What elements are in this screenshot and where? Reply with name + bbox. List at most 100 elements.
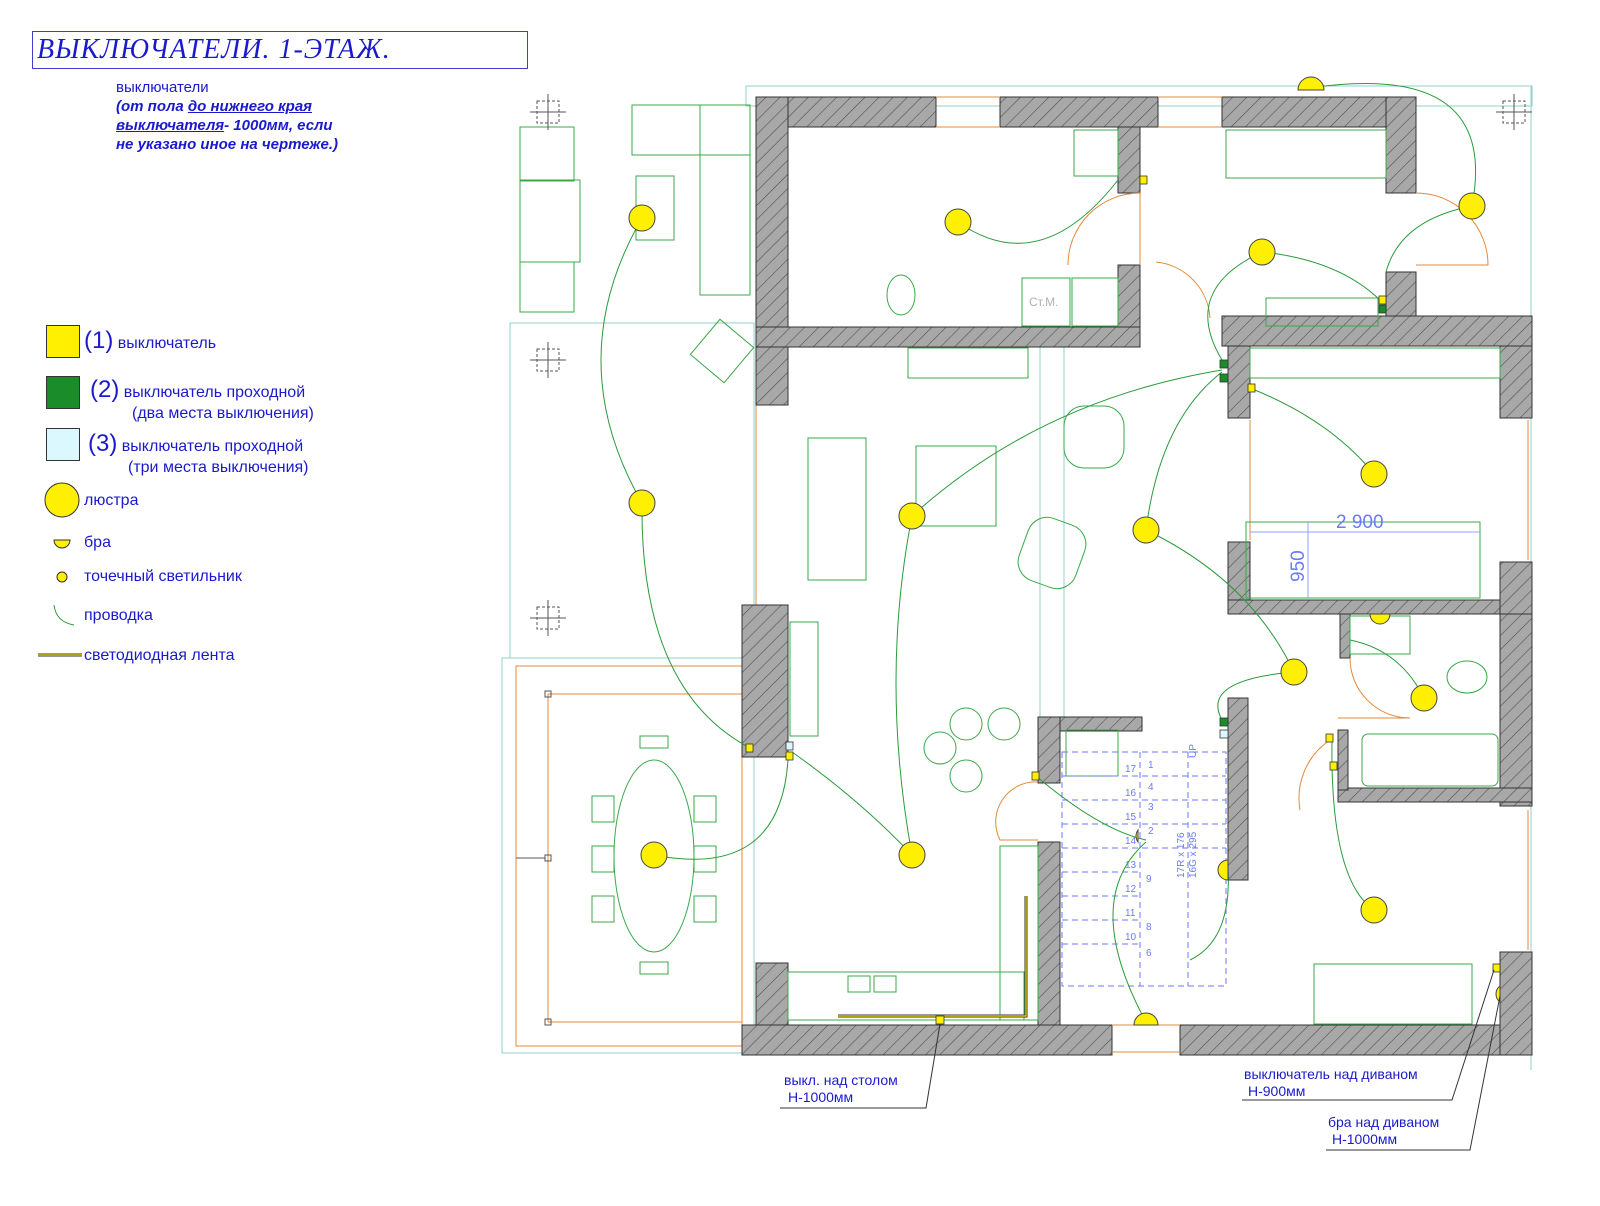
stair-spec-1: 17R x 176 xyxy=(1176,832,1187,878)
switch-bedroom xyxy=(1247,383,1256,393)
legend-sconce-label: бра xyxy=(84,534,111,551)
stair-step-4: 4 xyxy=(1148,782,1154,793)
legend-switch-3-label: выключатель проходной xyxy=(121,438,304,455)
callout-sofa-sconce: бра над диваном H-1000мм xyxy=(1328,1114,1439,1148)
callout-table-switch-line2: H-1000мм xyxy=(788,1089,854,1105)
chandelier-corner xyxy=(1458,192,1486,220)
chandeliers xyxy=(628,76,1501,1026)
stair-step-11: 11 xyxy=(1125,908,1136,919)
switches xyxy=(745,175,1501,1025)
closet-label: Ст.М. xyxy=(1029,295,1059,309)
stair-up-label: UP xyxy=(1188,744,1199,758)
legend-switch-3-num: (3) xyxy=(88,430,118,457)
stair-step-9: 9 xyxy=(1146,874,1152,885)
terrace-outline xyxy=(515,405,1529,1047)
legend-wiring-label: проводка xyxy=(84,607,153,624)
legend-switch-2-label: выключатель проходной xyxy=(123,384,306,401)
chandelier-room-br xyxy=(1360,896,1388,924)
stair-step-17: 17 xyxy=(1125,764,1137,775)
stair-step-12: 12 xyxy=(1125,884,1137,895)
note-line-2-underlined: до нижнего края xyxy=(187,98,313,115)
windows xyxy=(936,96,1222,1053)
page-title: ВЫКЛЮЧАТЕЛИ. 1-ЭТАЖ. xyxy=(37,34,391,65)
note-line-2-prefix: (от пола xyxy=(116,98,188,115)
stair-step-13: 13 xyxy=(1125,860,1137,871)
callout-leaders xyxy=(780,969,1501,1151)
height-note: выключатели (от пола до нижнего края вык… xyxy=(116,78,338,154)
stair-labels: UP 17 16 15 14 13 12 11 10 9 8 6 4 3 2 1… xyxy=(1125,744,1199,959)
switch-stair xyxy=(1031,771,1040,781)
legend-switch-1-num: (1) xyxy=(84,327,114,354)
furniture xyxy=(519,104,1501,1025)
legend-switch-2: (2) выключатель проходной xyxy=(90,376,305,404)
note-line-3: выключателя- 1000мм, если xyxy=(116,116,338,135)
legend-switch-2-sub: (два места выключения) xyxy=(132,405,314,422)
dimension-height: 950 xyxy=(1288,550,1309,582)
callout-table-switch-line1: выкл. над столом xyxy=(784,1072,898,1088)
switch-room-br xyxy=(1329,761,1338,771)
chandelier-living-1 xyxy=(898,502,926,530)
switch-table xyxy=(935,1015,945,1025)
legend-wiring-icon xyxy=(53,604,75,626)
led-strip xyxy=(838,896,1028,1018)
chandelier-bath-top xyxy=(944,208,972,236)
legend-graphics xyxy=(38,482,82,657)
chandelier-terrace-top xyxy=(628,204,656,232)
legend-led-strip-label: светодиодная лента xyxy=(84,647,235,664)
stair-step-10: 10 xyxy=(1125,932,1137,943)
switch-room-top xyxy=(1378,295,1387,305)
note-line-2: (от пола до нижнего края xyxy=(116,97,338,116)
stair-step-16: 16 xyxy=(1125,788,1137,799)
switch-room-top-pass xyxy=(1378,304,1387,314)
callout-sofa-switch-line1: выключатель над диваном xyxy=(1244,1066,1418,1082)
chandelier-terrace-mid xyxy=(628,489,656,517)
note-line-3-suffix: - 1000мм, если xyxy=(224,117,333,134)
switch-hall-pass-1 xyxy=(1219,359,1229,369)
callout-sofa-switch-line2: H-900мм xyxy=(1248,1083,1306,1099)
switch-sofa xyxy=(1492,963,1501,973)
sconce-outside xyxy=(1297,76,1325,91)
switch-corridor-3way xyxy=(1219,729,1229,739)
column-markers xyxy=(516,94,1532,1026)
dimension-sofa: 2 900 950 xyxy=(1250,512,1480,598)
legend-chandelier-label: люстра xyxy=(84,492,139,509)
stair-step-1: 1 xyxy=(1148,760,1154,771)
legend-switch-2-num: (2) xyxy=(90,376,120,403)
note-line-4: не указано иное на чертеже.) xyxy=(116,136,338,153)
legend-switch-2-swatch xyxy=(46,376,80,409)
callout-sofa-sconce-line1: бра над диваном xyxy=(1328,1114,1440,1130)
callout-sofa-sconce-line2: H-1000мм xyxy=(1332,1131,1398,1147)
legend-spotlight-label: точечный светильник xyxy=(84,568,242,585)
stair-step-2: 2 xyxy=(1148,826,1154,837)
chandelier-living-2 xyxy=(898,841,926,869)
sconce-stair-1 xyxy=(1135,828,1139,844)
chandelier-hall xyxy=(1132,516,1160,544)
chandelier-bedroom xyxy=(1360,460,1388,488)
stair-step-14: 14 xyxy=(1125,836,1137,847)
legend-switch-1-swatch xyxy=(46,325,80,358)
switch-hall-pass-2 xyxy=(1219,373,1229,383)
legend-chandelier-icon xyxy=(44,482,80,518)
sconce-stair-2 xyxy=(1217,859,1229,881)
callout-sofa-switch: выключатель над диваном H-900мм xyxy=(1244,1066,1418,1100)
switch-bath-2 xyxy=(1325,733,1334,743)
legend-spotlight-icon xyxy=(56,571,68,583)
switch-living xyxy=(785,751,794,761)
chandelier-dining xyxy=(640,841,668,869)
sconce-sofa xyxy=(1495,984,1501,1004)
walls xyxy=(741,96,1533,1056)
switch-living-3way xyxy=(785,741,794,751)
stair-step-15: 15 xyxy=(1125,812,1137,823)
switch-corridor-pass xyxy=(1219,717,1229,727)
sconce-bottom xyxy=(1133,1012,1159,1026)
chandelier-bath-2 xyxy=(1410,684,1438,712)
chandelier-hall-top xyxy=(1248,238,1276,266)
stair-step-6: 6 xyxy=(1146,948,1152,959)
sconce-bath xyxy=(1369,613,1391,625)
stair-step-3: 3 xyxy=(1148,802,1154,813)
legend-switch-1: (1) выключатель xyxy=(84,327,216,355)
legend-switch-3-sub: (три места выключения) xyxy=(128,459,309,476)
stair-step-8: 8 xyxy=(1146,922,1152,933)
switch-terrace xyxy=(745,743,754,753)
